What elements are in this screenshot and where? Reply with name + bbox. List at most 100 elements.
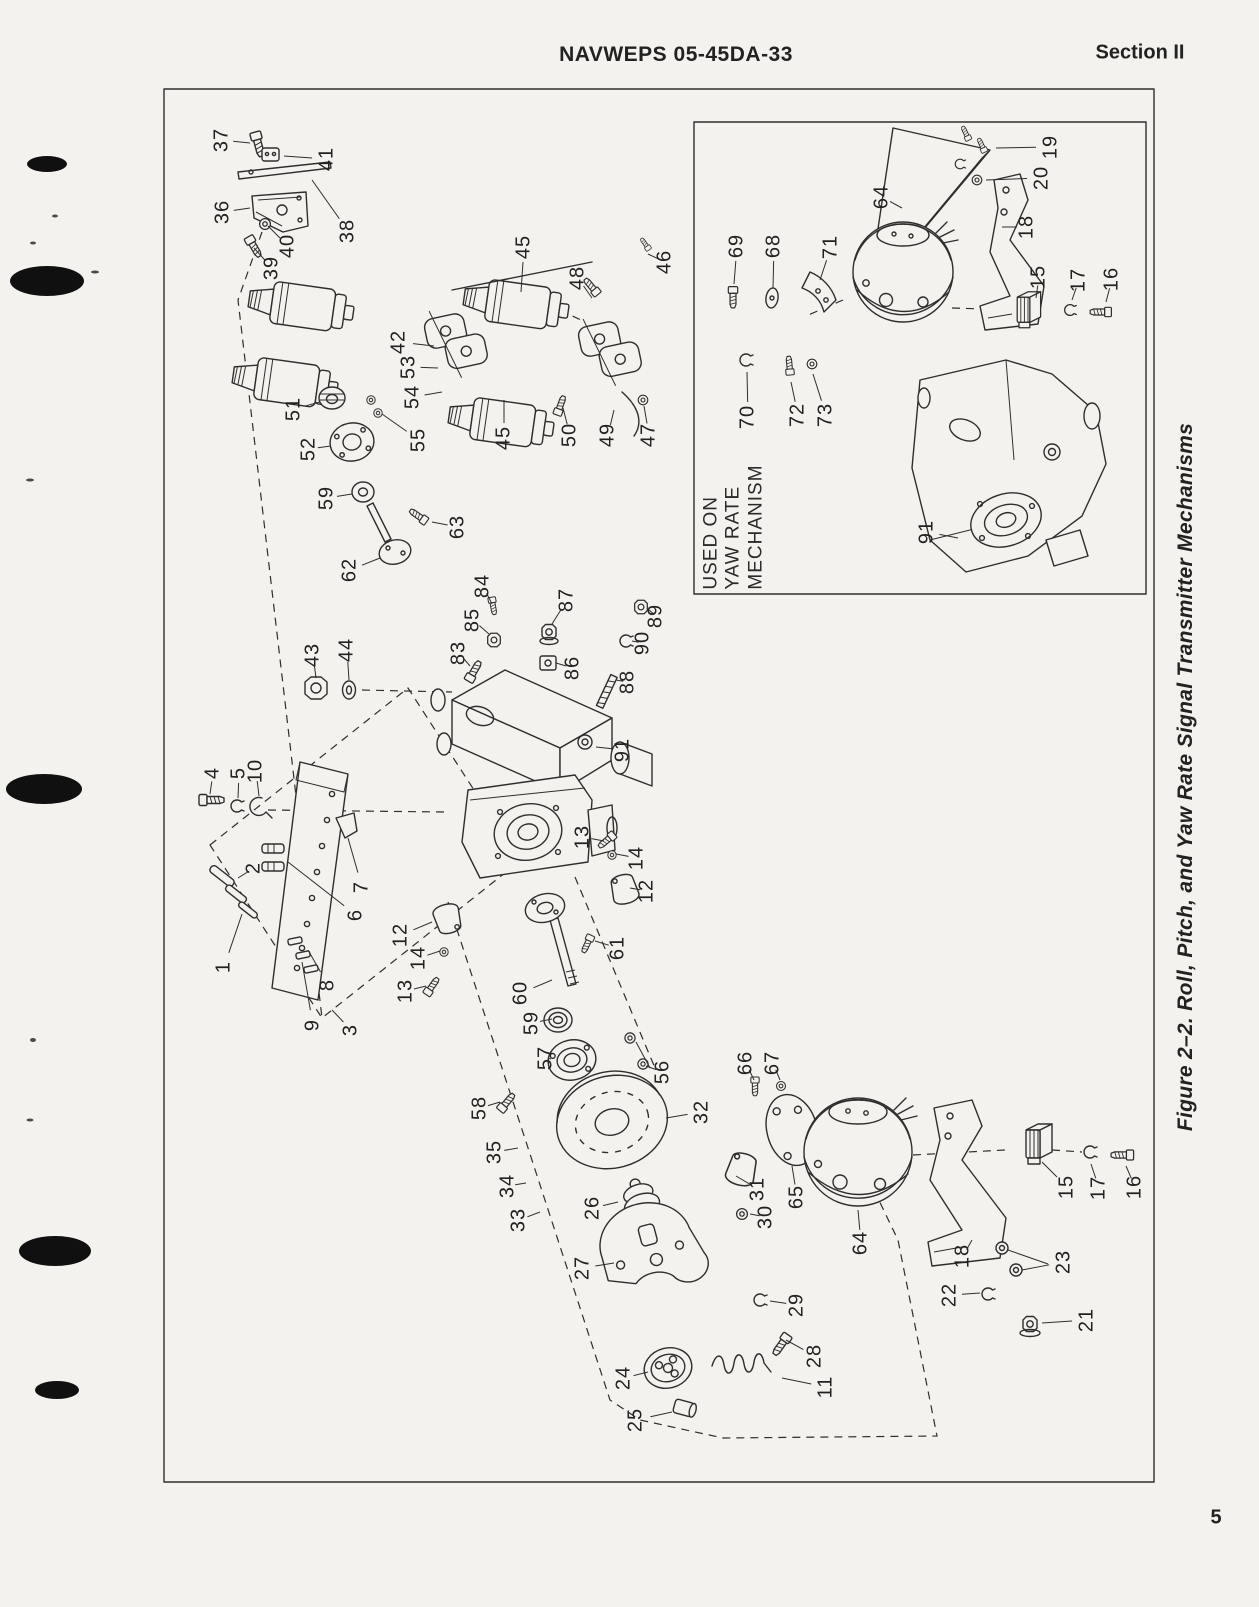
part-callout-36: 36 bbox=[211, 199, 234, 225]
part-callout-31: 31 bbox=[746, 1176, 769, 1202]
gimbal-housing bbox=[461, 774, 618, 879]
page-number: 5 bbox=[1210, 1506, 1222, 1529]
part-callout-30: 30 bbox=[754, 1204, 777, 1230]
inset-yaw-rate-drawing bbox=[727, 124, 1112, 573]
bracket-hardware-group bbox=[237, 130, 332, 260]
part-callout-14: 14 bbox=[625, 845, 648, 871]
part-callout-20: 20 bbox=[1030, 165, 1053, 191]
part-callout-44: 44 bbox=[335, 637, 358, 663]
part-callout-69: 69 bbox=[725, 233, 748, 259]
part-callout-86: 86 bbox=[561, 655, 584, 681]
part-callout-32: 32 bbox=[690, 1099, 713, 1125]
part-callout-15: 15 bbox=[1027, 264, 1050, 290]
part-callout-4: 4 bbox=[201, 766, 224, 780]
part-callout-8: 8 bbox=[316, 978, 339, 992]
part-callout-62: 62 bbox=[338, 557, 361, 583]
clamp-shaft-group bbox=[422, 830, 651, 1115]
part-callout-33: 33 bbox=[507, 1207, 530, 1233]
part-callout-55: 55 bbox=[407, 427, 430, 453]
part-callout-13: 13 bbox=[571, 824, 594, 850]
callout-leader-lines bbox=[209, 140, 1132, 1418]
part-callout-70: 70 bbox=[736, 404, 759, 430]
inset-bracket-91 bbox=[911, 359, 1107, 573]
part-callout-25: 25 bbox=[624, 1407, 647, 1433]
part-callout-12: 12 bbox=[635, 878, 658, 904]
part-callout-87: 87 bbox=[555, 587, 578, 613]
part-callout-91: 91 bbox=[915, 519, 938, 545]
spacer-cylinder bbox=[610, 741, 653, 787]
part-callout-16: 16 bbox=[1123, 1174, 1146, 1200]
part-callout-50: 50 bbox=[558, 422, 581, 448]
center-hardware-group bbox=[304, 596, 648, 709]
part-callout-57: 57 bbox=[534, 1045, 557, 1071]
part-callout-90: 90 bbox=[631, 630, 654, 656]
part-callout-1: 1 bbox=[212, 960, 235, 974]
part-callout-18: 18 bbox=[951, 1243, 974, 1269]
part-callout-7: 7 bbox=[350, 880, 373, 894]
figure-border bbox=[163, 88, 1155, 1483]
part-callout-11: 11 bbox=[814, 1375, 837, 1399]
solenoid-pair-left bbox=[229, 277, 492, 566]
part-callout-56: 56 bbox=[651, 1059, 674, 1085]
lower-plate-group bbox=[599, 1202, 794, 1418]
part-callout-83: 83 bbox=[447, 640, 470, 666]
gyro-bracket-18 bbox=[927, 1099, 1007, 1267]
part-callout-91: 91 bbox=[611, 737, 634, 763]
part-callout-9: 9 bbox=[301, 1018, 324, 1032]
inset-usage-note: USED ON YAW RATE MECHANISM bbox=[700, 464, 767, 590]
part-callout-71: 71 bbox=[819, 234, 842, 260]
part-callout-65: 65 bbox=[785, 1184, 808, 1210]
part-callout-27: 27 bbox=[571, 1255, 594, 1281]
doc-number-header: NAVWEPS 05-45DA-33 bbox=[559, 43, 793, 66]
part-callout-45: 45 bbox=[492, 425, 515, 451]
part-callout-41: 41 bbox=[315, 146, 338, 172]
part-callout-2: 2 bbox=[242, 861, 265, 875]
part-callout-89: 89 bbox=[644, 603, 667, 629]
part-callout-53: 53 bbox=[397, 354, 420, 380]
part-callout-51: 51 bbox=[282, 396, 305, 422]
part-callout-3: 3 bbox=[339, 1023, 362, 1037]
shaft-62 bbox=[366, 502, 412, 566]
part-callout-63: 63 bbox=[446, 514, 469, 540]
part-callout-64: 64 bbox=[870, 184, 893, 210]
part-callout-49: 49 bbox=[596, 422, 619, 448]
part-callout-61: 61 bbox=[606, 935, 629, 961]
part-callout-29: 29 bbox=[785, 1292, 808, 1318]
inset-gyro-sphere bbox=[852, 221, 959, 323]
part-callout-37: 37 bbox=[210, 127, 233, 153]
part-callout-85: 85 bbox=[461, 607, 484, 633]
part-callout-38: 38 bbox=[336, 218, 359, 244]
part-callout-54: 54 bbox=[401, 384, 424, 410]
part-callout-42: 42 bbox=[387, 329, 410, 355]
part-callout-35: 35 bbox=[483, 1139, 506, 1165]
shaft-60 bbox=[524, 892, 580, 987]
part-callout-16: 16 bbox=[1100, 266, 1123, 292]
inset-box-border bbox=[693, 121, 1147, 595]
punch-holes bbox=[6, 156, 99, 1399]
part-callout-40: 40 bbox=[276, 233, 299, 259]
part-callout-84: 84 bbox=[471, 573, 494, 599]
part-callout-88: 88 bbox=[616, 669, 639, 695]
part-callout-46: 46 bbox=[653, 249, 676, 275]
part-callout-22: 22 bbox=[938, 1282, 961, 1308]
part-callout-45: 45 bbox=[512, 234, 535, 260]
part-callout-60: 60 bbox=[509, 980, 532, 1006]
part-callout-66: 66 bbox=[734, 1050, 757, 1076]
part-callout-17: 17 bbox=[1067, 267, 1090, 293]
part-callout-48: 48 bbox=[566, 265, 589, 291]
gyro-sphere bbox=[803, 1097, 918, 1207]
part-callout-23: 23 bbox=[1052, 1249, 1075, 1275]
part-callout-6: 6 bbox=[344, 908, 367, 922]
part-callout-47: 47 bbox=[637, 422, 660, 448]
terminal-strip-group bbox=[198, 761, 358, 1001]
part-callout-52: 52 bbox=[297, 436, 320, 462]
part-callout-28: 28 bbox=[803, 1343, 826, 1369]
part-callout-39: 39 bbox=[260, 255, 283, 281]
inset-bracket-18 bbox=[979, 173, 1045, 331]
part-callout-13: 13 bbox=[394, 978, 417, 1004]
part-callout-18: 18 bbox=[1015, 214, 1038, 240]
part-callout-21: 21 bbox=[1075, 1307, 1098, 1333]
part-callout-15: 15 bbox=[1055, 1174, 1078, 1200]
part-callout-73: 73 bbox=[814, 402, 837, 428]
